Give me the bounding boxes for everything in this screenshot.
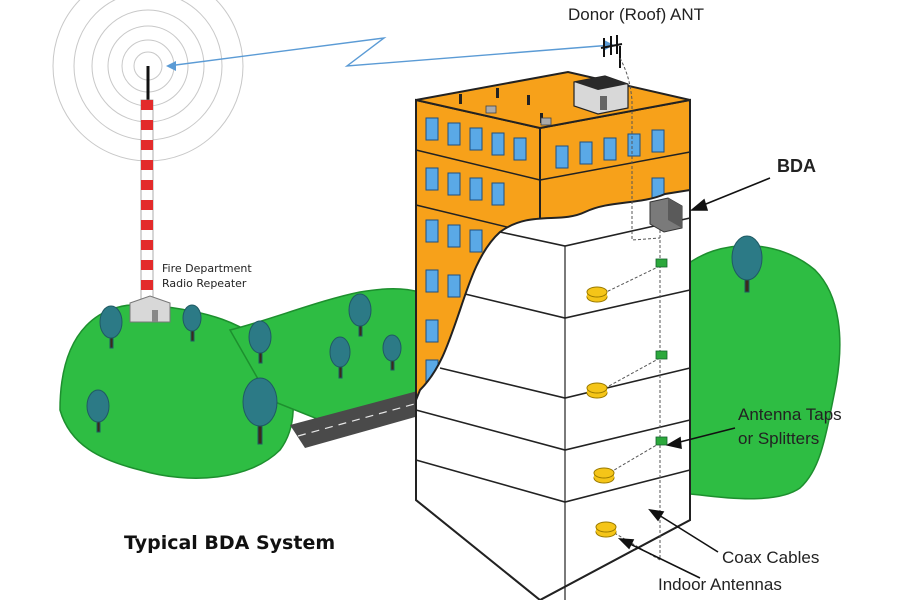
indoor-antenna-icon — [595, 521, 617, 538]
rooftop-hut — [573, 75, 629, 115]
windows — [425, 117, 665, 383]
donor-antenna-icon — [600, 35, 623, 68]
coax-cable — [597, 357, 661, 393]
indoor-antenna-icon — [586, 286, 608, 303]
margin — [852, 0, 900, 600]
building — [415, 35, 691, 600]
tree-icon — [99, 305, 123, 349]
right-hill — [679, 244, 841, 500]
tree-icon — [248, 320, 272, 364]
tree-icon — [86, 389, 110, 433]
coax-cable — [597, 265, 661, 297]
repeater-label-line2: Radio Repeater — [162, 277, 247, 290]
antenna-taps-label-line1: Antenna Taps — [738, 405, 842, 424]
roof-vents — [459, 88, 552, 126]
signal-link — [167, 36, 613, 67]
splitter-icon — [655, 436, 668, 446]
bda-label: BDA — [777, 156, 816, 176]
donor-antenna-label: Donor (Roof) ANT — [568, 5, 704, 24]
coax-cable — [619, 57, 661, 241]
diagram-caption: Typical BDA System — [124, 532, 336, 554]
repeater-label-line1: Fire Department — [162, 262, 252, 275]
floor-plates — [415, 217, 691, 600]
coax-cable — [603, 442, 661, 477]
road — [290, 385, 440, 448]
tree-icon — [329, 336, 351, 379]
indoor-antennas-label: Indoor Antennas — [658, 575, 782, 594]
tree-icon — [731, 235, 763, 293]
splitter-icon — [655, 350, 668, 360]
tree-icon — [182, 304, 202, 342]
callout-arrows — [617, 177, 771, 579]
bda-unit-icon — [649, 197, 683, 233]
road-line — [297, 396, 441, 437]
coax-cables-label: Coax Cables — [722, 548, 819, 567]
indoor-antenna-icon — [586, 382, 608, 399]
repeater-hut — [129, 295, 171, 323]
tree-icon — [382, 334, 402, 371]
radio-tower — [140, 66, 154, 301]
antenna-taps-label-line2: or Splitters — [738, 429, 819, 448]
tree-icon — [348, 293, 372, 337]
signal-arrow-icon — [166, 61, 176, 71]
splitter-icon — [655, 258, 668, 268]
tree-icon — [242, 377, 278, 445]
indoor-antenna-icon — [593, 467, 615, 484]
